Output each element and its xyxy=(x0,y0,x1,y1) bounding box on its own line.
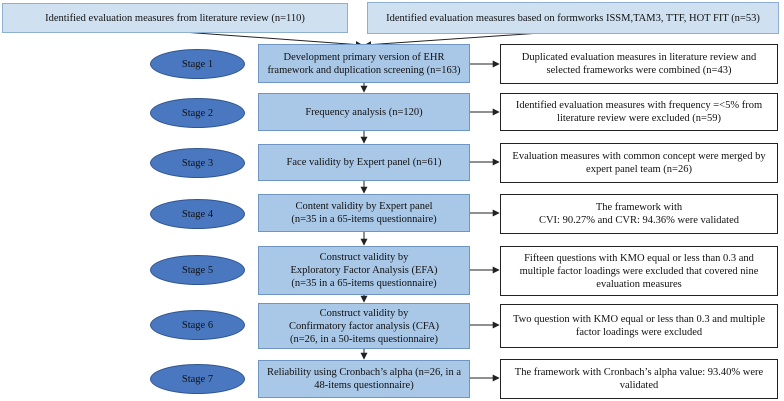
source-box-frameworks: Identified evaluation measures based on … xyxy=(367,2,779,34)
stage-4-process-box: Content validity by Expert panel (n=35 i… xyxy=(258,194,470,232)
stage-2-process-text: Frequency analysis (n=120) xyxy=(305,106,423,118)
stage-7-label: Stage 7 xyxy=(181,373,214,385)
arrow-right-top-to-stage1 xyxy=(364,31,556,49)
stage-3-outcome-text: Evaluation measures with common concept … xyxy=(512,151,766,175)
stage-2-ellipse: Stage 2 xyxy=(150,98,245,128)
stage-7-ellipse: Stage 7 xyxy=(150,364,245,394)
stage-3-outcome-box: Evaluation measures with common concept … xyxy=(500,143,778,183)
stage-1-ellipse: Stage 1 xyxy=(150,49,245,79)
stage-4-outcome-box: The framework with CVI: 90.27% and CVR: … xyxy=(500,194,778,234)
stage-2-label: Stage 2 xyxy=(181,107,214,119)
stage-7-outcome-box: The framework with Cronbach’s alpha valu… xyxy=(500,359,778,399)
stage-2-process-box: Frequency analysis (n=120) xyxy=(258,93,470,131)
stage-6-outcome-text: Two question with KMO equal or less than… xyxy=(512,314,766,338)
stage-3-ellipse: Stage 3 xyxy=(150,148,245,178)
stage-6-process-box: Construct validity by Confirmatory facto… xyxy=(258,303,470,349)
stage-5-label: Stage 5 xyxy=(181,264,214,276)
stage-6-outcome-box: Two question with KMO equal or less than… xyxy=(500,304,778,348)
stage-2-outcome-box: Identified evaluation measures with freq… xyxy=(500,93,778,131)
stage-3-label: Stage 3 xyxy=(181,157,214,169)
stage-4-ellipse: Stage 4 xyxy=(150,199,245,229)
stage-5-process-box: Construct validity by Exploratory Factor… xyxy=(258,246,470,295)
stage-1-outcome-text: Duplicated evaluation measures in litera… xyxy=(521,52,757,76)
stage-2-outcome-text: Identified evaluation measures with freq… xyxy=(515,100,763,124)
stage-6-ellipse: Stage 6 xyxy=(150,310,245,340)
stage-1-outcome-box: Duplicated evaluation measures in litera… xyxy=(500,44,778,84)
stage-1-process-text: Development primary version of EHR frame… xyxy=(267,51,461,76)
stage-5-process-text: Construct validity by Exploratory Factor… xyxy=(290,252,438,289)
stage-6-label: Stage 6 xyxy=(181,319,214,331)
stage-1-process-box: Development primary version of EHR frame… xyxy=(258,44,470,83)
stage-7-process-text: Reliability using Cronbach’s alpha (n=26… xyxy=(266,367,461,391)
source-box-literature-review-text: Identified evaluation measures from lite… xyxy=(45,12,305,24)
source-box-literature-review: Identified evaluation measures from lite… xyxy=(2,3,348,33)
stage-3-process-text: Face validity by Expert panel (n=61) xyxy=(286,157,442,168)
stage-1-label: Stage 1 xyxy=(181,58,214,70)
stage-7-outcome-text: The framework with Cronbach’s alpha valu… xyxy=(514,367,764,391)
stage-6-process-text: Construct validity by Confirmatory facto… xyxy=(289,307,439,345)
stage-7-process-box: Reliability using Cronbach’s alpha (n=26… xyxy=(258,360,470,398)
stage-5-outcome-box: Fifteen questions with KMO equal or less… xyxy=(500,246,778,296)
stage-4-outcome-text: The framework with CVI: 90.27% and CVR: … xyxy=(538,202,740,226)
stage-5-ellipse: Stage 5 xyxy=(150,255,245,285)
stage-4-process-text: Content validity by Expert panel (n=35 i… xyxy=(291,201,437,225)
stage-5-outcome-text: Fifteen questions with KMO equal or less… xyxy=(519,252,759,290)
source-box-frameworks-text: Identified evaluation measures based on … xyxy=(386,12,760,24)
stage-3-process-box: Face validity by Expert panel (n=61) xyxy=(258,144,470,181)
stage-4-label: Stage 4 xyxy=(181,208,214,220)
